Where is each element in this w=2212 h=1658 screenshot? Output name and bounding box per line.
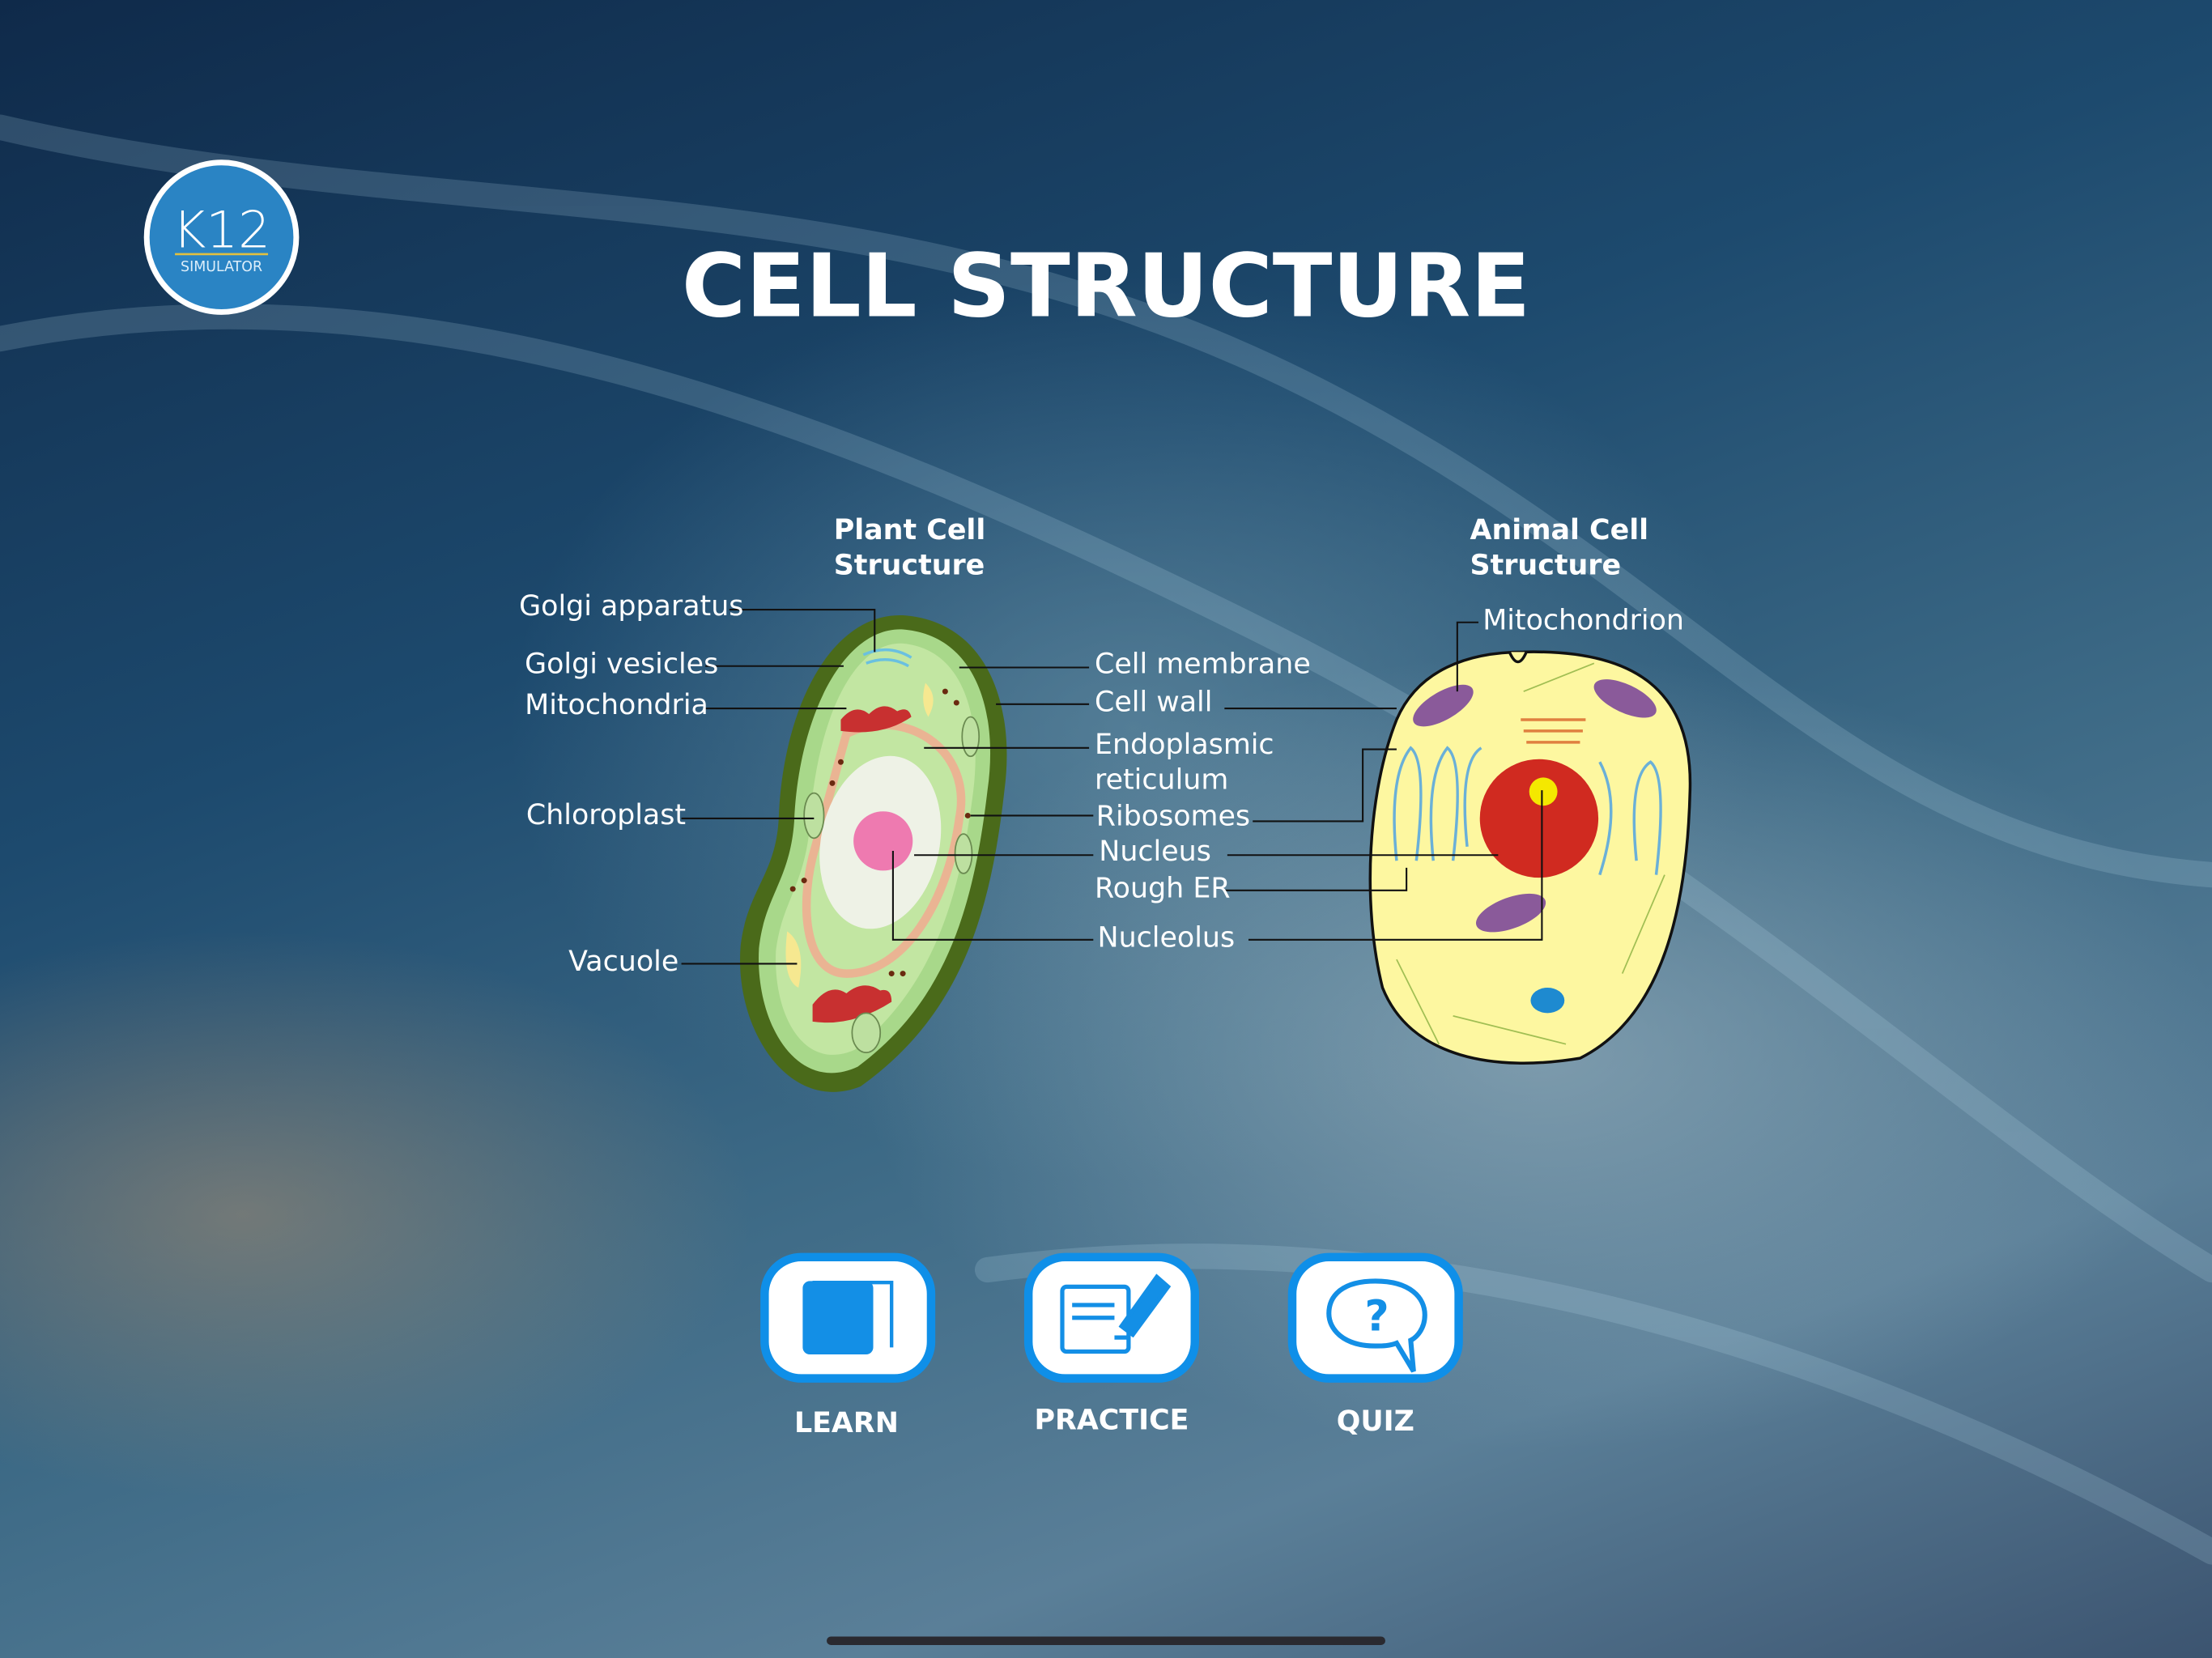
practice-button[interactable]: PRACTICE	[1023, 1252, 1199, 1437]
page-title: CELL STRUCTURE	[682, 236, 1530, 338]
learn-label: LEARN	[794, 1407, 899, 1439]
dna-background-decoration	[0, 114, 2212, 1565]
quiz-button[interactable]: ? QUIZ	[1287, 1252, 1463, 1438]
k12-simulator-logo[interactable]: K12 SIMULATOR	[143, 159, 300, 315]
label-cell-wall: Cell wall	[1095, 687, 1212, 719]
book-icon	[802, 1280, 894, 1355]
label-cell-membrane: Cell membrane	[1095, 648, 1311, 680]
svg-text:?: ?	[1364, 1291, 1389, 1341]
plant-heading-2: Structure	[834, 550, 985, 582]
label-rough-er: Rough ER	[1095, 873, 1230, 905]
label-golgi-apparatus: Golgi apparatus	[519, 590, 743, 623]
quiz-label: QUIZ	[1337, 1405, 1414, 1438]
practice-label: PRACTICE	[1035, 1404, 1189, 1436]
animal-cell-diagram	[1368, 650, 1692, 1065]
question-bubble-icon: ?	[1326, 1278, 1427, 1373]
label-golgi-vesicles: Golgi vesicles	[525, 648, 718, 680]
plant-cell-diagram	[739, 614, 1007, 1092]
label-nucleus: Nucleus	[1099, 835, 1211, 868]
logo-brand: K12	[172, 200, 270, 259]
label-chloroplast: Chloroplast	[526, 799, 686, 831]
label-nucleolus: Nucleolus	[1098, 921, 1236, 954]
logo-sub: SIMULATOR	[181, 259, 262, 275]
label-vacuole: Vacuole	[568, 946, 678, 978]
animal-heading-2: Structure	[1470, 550, 1622, 582]
label-mitochondrion: Mitochondrion	[1482, 604, 1684, 636]
label-er-1: Endoplasmic	[1095, 729, 1274, 761]
label-mitochondria: Mitochondria	[525, 689, 708, 721]
learn-button[interactable]: LEARN	[760, 1252, 936, 1439]
plant-heading-1: Plant Cell	[834, 514, 986, 546]
label-er-2: reticulum	[1095, 763, 1228, 796]
label-ribosomes: Ribosomes	[1096, 801, 1250, 833]
leader-lines	[681, 609, 1543, 965]
document-pen-icon	[1060, 1273, 1172, 1354]
animal-heading-1: Animal Cell	[1470, 514, 1649, 546]
home-indicator[interactable]	[827, 1636, 1385, 1645]
